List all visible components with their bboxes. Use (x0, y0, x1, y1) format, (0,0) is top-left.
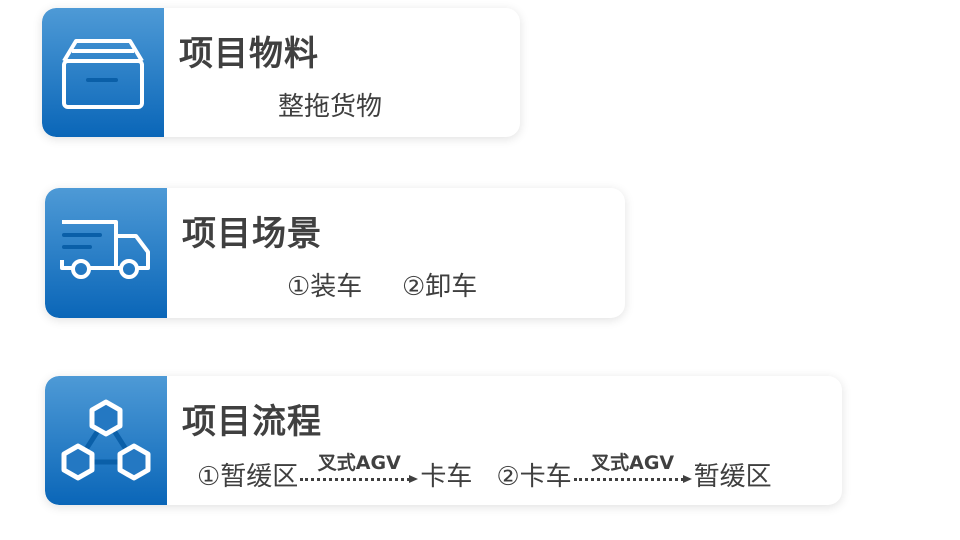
flow-to: 卡车 (420, 462, 473, 492)
card-title: 项目流程 (182, 402, 322, 442)
scenario-item: ①装车 (287, 272, 363, 302)
project-scenario-card: 项目场景 ①装车 ②卸车 (45, 188, 625, 318)
dotted-arrow-icon (300, 475, 419, 483)
card-title: 项目场景 (182, 214, 322, 254)
flow-to: 暂缓区 (693, 462, 772, 492)
flow-arrow: 叉式AGV (573, 452, 692, 483)
scenario-item: ②卸车 (402, 272, 478, 302)
flow-from: ①暂缓区 (197, 462, 299, 492)
card-title: 项目物料 (179, 34, 319, 74)
box-icon (42, 8, 164, 137)
truck-icon (45, 188, 167, 318)
flow-from: ②卡车 (496, 462, 572, 492)
flow-arrow: 叉式AGV (300, 452, 419, 483)
project-materials-card: 项目物料 整拖货物 (42, 8, 520, 137)
network-icon (45, 376, 167, 505)
dotted-arrow-icon (573, 475, 692, 483)
process-flow: ①暂缓区 叉式AGV 卡车 ②卡车 叉式AGV 暂缓区 (197, 452, 772, 493)
flow-via: 叉式AGV (317, 452, 401, 474)
material-type: 整拖货物 (278, 92, 383, 122)
project-process-card: 项目流程 ①暂缓区 叉式AGV 卡车 ②卡车 叉式AGV 暂缓区 (45, 376, 842, 505)
flow-via: 叉式AGV (591, 452, 675, 474)
